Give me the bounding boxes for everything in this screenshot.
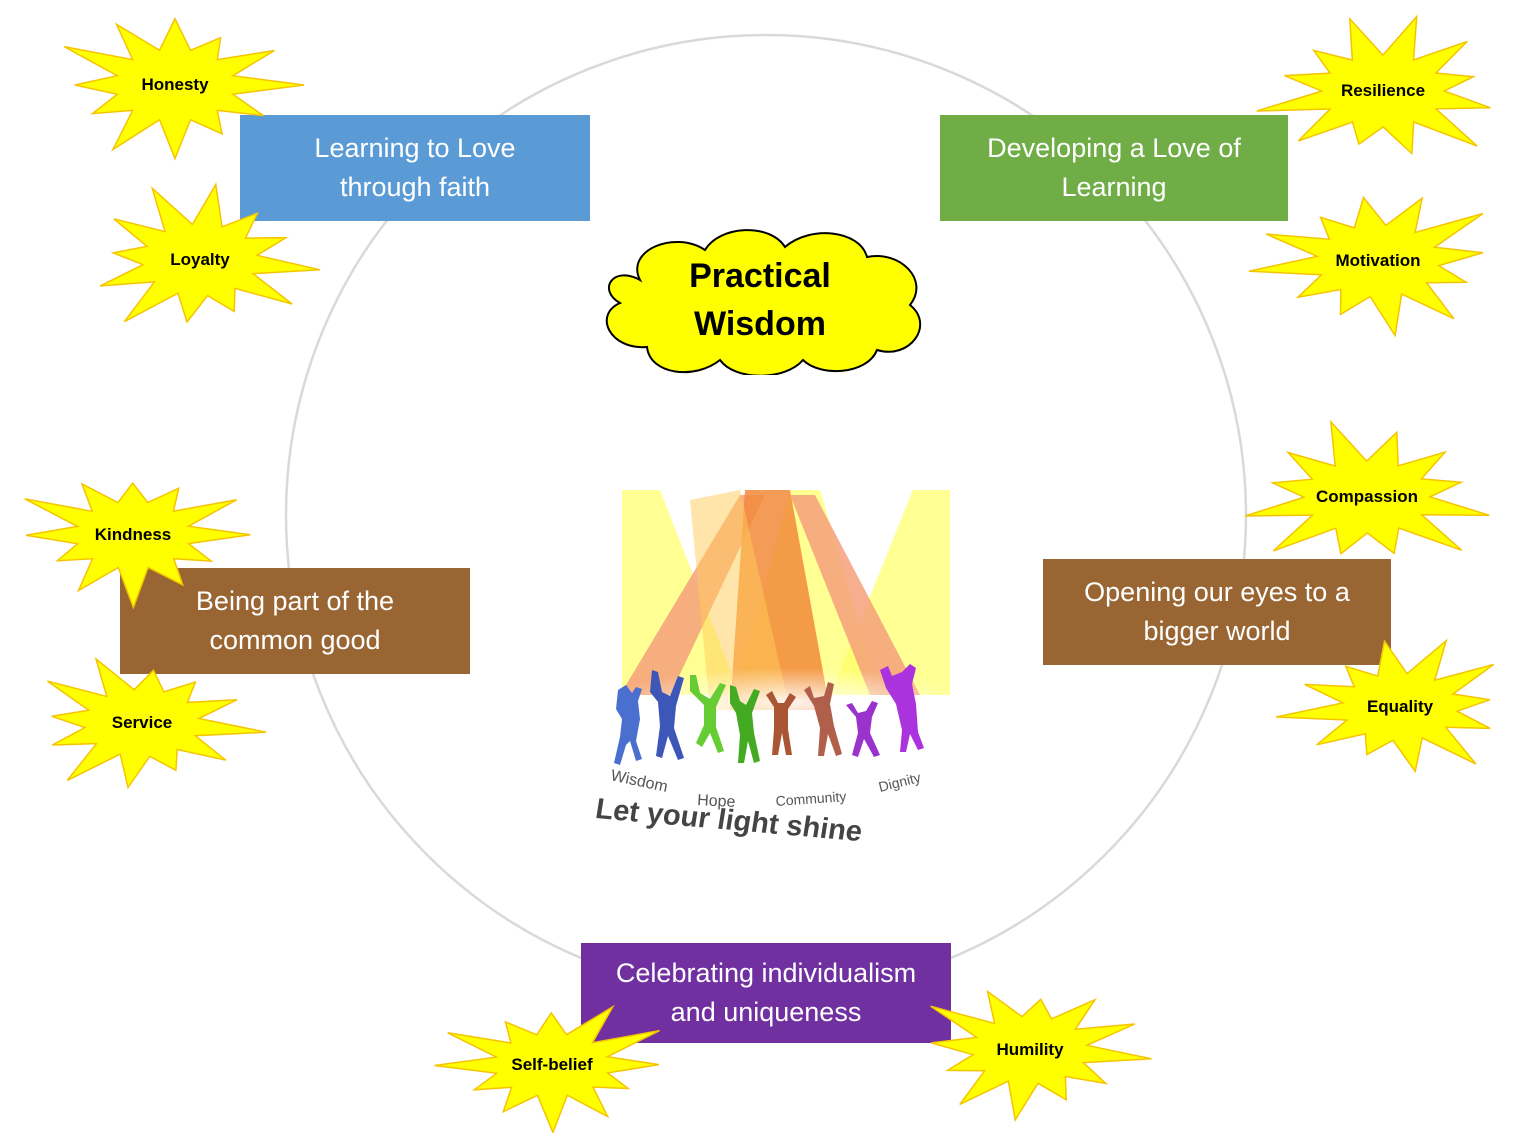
star-resilience: Resilience (1250, 13, 1516, 169)
starburst-shape (24, 481, 251, 610)
theme-line-2: Learning (1061, 172, 1167, 202)
logo-word-wisdom: Wisdom (609, 767, 669, 796)
star-compassion: Compassion (1230, 419, 1504, 575)
starburst-polygon (24, 481, 251, 610)
dancer (650, 670, 684, 760)
star-humility: Humility (905, 977, 1155, 1123)
star-honesty: Honesty (45, 7, 305, 163)
beam (790, 495, 920, 695)
star-label: Compassion (1315, 487, 1419, 506)
star-self-belief: Self-belief (427, 997, 677, 1133)
theme-line-2: bigger world (1143, 616, 1291, 646)
dancer (690, 675, 726, 753)
theme-line-1: Learning to Love (314, 133, 516, 163)
logo-word-dignity: Dignity (877, 769, 922, 795)
starburst-polygon (99, 182, 321, 324)
star-label: Self-belief (511, 1055, 593, 1074)
star-label: Loyalty (170, 250, 230, 269)
starburst-shape (63, 16, 304, 161)
star-kindness: Kindness (8, 462, 258, 610)
star-motivation: Motivation (1245, 183, 1511, 339)
starburst-shape (1248, 195, 1484, 338)
starburst-shape (99, 182, 321, 324)
logo-word-hope: Hope (697, 792, 736, 811)
school-logo: Wisdom Hope Community Dignity Let your l… (593, 490, 970, 848)
theme-common-good: Being part of the common good (120, 568, 470, 674)
dancer (766, 691, 796, 755)
dancers (614, 664, 924, 765)
starburst-polygon (1276, 638, 1495, 774)
cloud-label: Practical Wisdom (610, 250, 910, 350)
star-loyalty: Loyalty (75, 182, 325, 338)
theme-line-2: common good (209, 625, 381, 655)
star-label: Kindness (94, 525, 172, 544)
starburst-polygon (930, 989, 1152, 1122)
starburst-shape (434, 1004, 660, 1133)
star-label: Equality (1366, 697, 1434, 716)
cloud-line-1: Practical (689, 257, 831, 295)
starburst-polygon (1248, 195, 1484, 338)
starburst-shape (1244, 419, 1490, 555)
theme-individualism: Celebrating individualism and uniqueness (581, 943, 951, 1043)
theme-line-1: Opening our eyes to a (1084, 577, 1350, 607)
star-equality: Equality (1275, 634, 1525, 780)
star-label: Motivation (1335, 251, 1421, 270)
starburst-shape (930, 989, 1152, 1122)
theme-line-2: through faith (339, 172, 491, 202)
theme-line-2: and uniqueness (670, 997, 862, 1027)
starburst-shape (47, 656, 267, 790)
cloud-line-2: Wisdom (694, 305, 826, 343)
starburst-polygon (434, 1004, 660, 1133)
star-label: Resilience (1340, 81, 1426, 100)
dancer (730, 685, 760, 763)
starburst-shape (1256, 14, 1491, 156)
dancer (846, 701, 880, 757)
dancer (804, 682, 842, 756)
theme-line-1: Developing a Love of (987, 133, 1241, 163)
theme-line-1: Celebrating individualism (615, 958, 917, 988)
cloud-shape (605, 229, 922, 375)
star-service: Service (17, 650, 267, 796)
theme-line-1: Being part of the (195, 586, 395, 616)
theme-bigger-world: Opening our eyes to a bigger world (1043, 559, 1391, 665)
star-label: Service (111, 713, 173, 732)
starburst-polygon (47, 656, 267, 790)
dancer (880, 664, 924, 752)
star-label: Honesty (141, 75, 209, 94)
starburst-polygon (1256, 14, 1491, 156)
starburst-polygon (1244, 419, 1490, 555)
starburst-polygon (63, 16, 304, 161)
star-label: Humility (996, 1040, 1064, 1059)
starburst-shape (1276, 638, 1495, 774)
logo-word-community: Community (775, 788, 847, 809)
theme-learning-love: Learning to Love through faith (240, 115, 590, 221)
theme-love-of-learning: Developing a Love of Learning (940, 115, 1288, 221)
dancer (614, 685, 642, 765)
